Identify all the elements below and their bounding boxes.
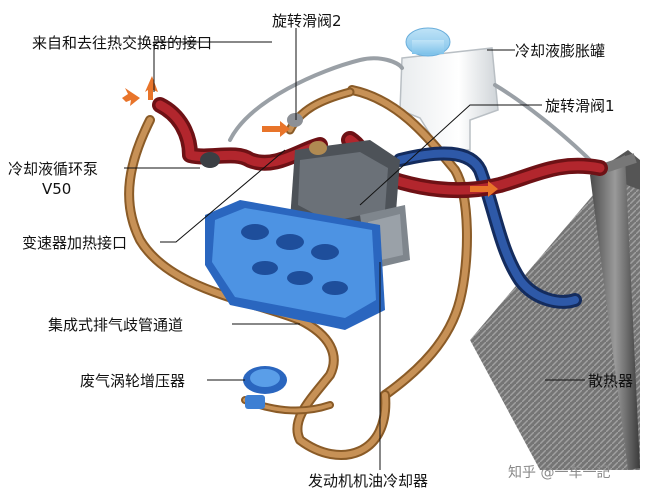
label-coolant-pump-code: V50 — [42, 180, 72, 198]
label-rotary-valve-2: 旋转滑阀2 — [272, 12, 342, 30]
grey-hoses — [228, 56, 597, 167]
exhaust-manifold-shape — [205, 200, 385, 330]
flow-arrows — [122, 76, 498, 197]
turbocharger-shape — [243, 366, 287, 409]
label-engine-oil-cooler: 发动机机油冷却器 — [308, 472, 429, 490]
label-coolant-pump: 冷却液循环泵 — [8, 160, 99, 178]
label-expansion-tank: 冷却液膨胀罐 — [515, 42, 606, 60]
label-transmission-heating-port: 变速器加热接口 — [22, 234, 128, 252]
watermark: 知乎 @一车一記 — [508, 465, 611, 481]
radiator-shape — [470, 150, 640, 470]
label-integrated-exhaust-manifold: 集成式排气歧管通道 — [48, 316, 184, 334]
copper-pipes — [124, 85, 472, 460]
label-rotary-valve-1: 旋转滑阀1 — [545, 97, 615, 115]
label-heat-exchanger-port: 来自和去往热交换器的接口 — [32, 34, 213, 52]
cold-coolant-hoses — [393, 146, 582, 309]
leader-lines — [124, 28, 585, 470]
valve-and-pump-parts — [200, 113, 327, 168]
expansion-tank-shape — [399, 27, 499, 151]
label-turbocharger: 废气涡轮增压器 — [80, 372, 186, 390]
label-radiator: 散热器 — [588, 372, 634, 390]
